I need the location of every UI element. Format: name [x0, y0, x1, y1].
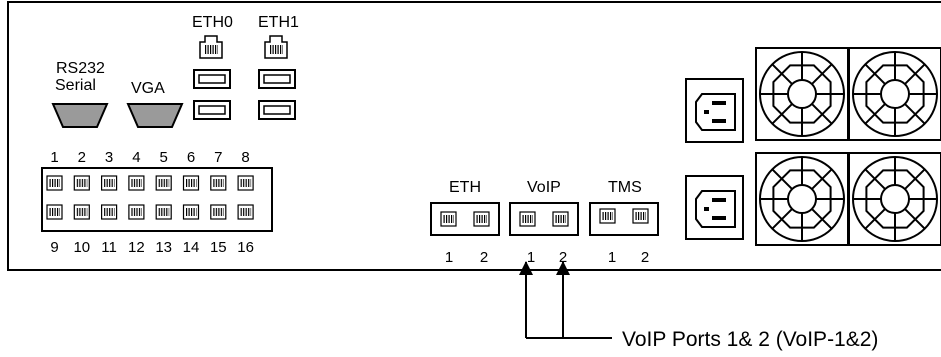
- power-socket-icon: [685, 78, 744, 143]
- callout-label: VoIP Ports 1& 2 (VoIP-1&2): [622, 328, 878, 351]
- tms-port-number-1: 1: [608, 249, 616, 266]
- eth1-port-icon: [264, 35, 288, 59]
- serial-port: [182, 204, 200, 220]
- serial-port: [46, 204, 63, 220]
- serial-port-number: 9: [50, 239, 58, 256]
- serial-port-number: 1: [50, 149, 58, 166]
- arrow-head-icon: [519, 261, 533, 275]
- voip-port-2: [552, 211, 569, 227]
- eth-label: ETH: [449, 179, 481, 196]
- tms-port-1: [599, 208, 616, 224]
- serial-port: [100, 204, 118, 220]
- voip-label: VoIP: [527, 179, 561, 196]
- serial-port: [46, 175, 63, 191]
- fan-array: [755, 47, 941, 246]
- serial-port: [210, 175, 227, 191]
- serial-port: [182, 175, 200, 191]
- eth-port-2: [473, 211, 490, 227]
- serial-port: [73, 175, 90, 191]
- serial-port: [155, 175, 172, 191]
- power-socket-icon: [685, 175, 744, 240]
- serial-port-number: 10: [73, 239, 90, 256]
- eth0-label: ETH0: [192, 14, 233, 31]
- tms-port-number-2: 2: [641, 249, 649, 266]
- fan-icon: [755, 152, 849, 246]
- arrow-head-icon: [556, 261, 570, 275]
- fan-icon: [755, 47, 849, 141]
- voip-port-1: [519, 211, 536, 227]
- serial-port-number: 15: [210, 239, 227, 256]
- serial-port: [237, 204, 254, 220]
- serial-port-number: 8: [241, 149, 249, 166]
- serial-port-number: 3: [105, 149, 113, 166]
- tms-label: TMS: [608, 179, 642, 196]
- serial-bottom-numbers: 9 10 11 12 13 14 15 16: [50, 239, 254, 256]
- serial-port-number: 7: [214, 149, 222, 166]
- voip-port-number-2: 2: [559, 249, 567, 266]
- serial-port: [237, 175, 254, 191]
- serial-port: [73, 204, 90, 220]
- serial-port-number: 12: [128, 239, 145, 256]
- rs232-serial-port: [51, 103, 109, 128]
- usb-port: [258, 100, 296, 120]
- serial-port-number: 4: [132, 149, 140, 166]
- serial-port-number: 11: [101, 239, 117, 256]
- serial-top-numbers: 1 2 3 4 5 6 7 8: [50, 149, 249, 166]
- usb-port: [258, 69, 296, 89]
- serial-port-block: [41, 167, 273, 232]
- serial-port: [155, 204, 172, 220]
- serial-port-number: 5: [160, 149, 168, 166]
- usb-port: [193, 100, 231, 120]
- fan-icon: [848, 47, 941, 141]
- fan-icon: [848, 152, 941, 246]
- serial-port: [128, 175, 145, 191]
- serial-label: Serial: [55, 77, 96, 94]
- chassis-outline: [7, 1, 941, 271]
- tms-port-2: [632, 208, 649, 224]
- eth-port-number-2: 2: [480, 249, 488, 266]
- rs232-label: RS232: [56, 60, 105, 77]
- vga-port: [126, 103, 184, 128]
- serial-port: [128, 204, 145, 220]
- usb-port: [193, 69, 231, 89]
- eth1-label: ETH1: [258, 14, 299, 31]
- vga-label: VGA: [131, 80, 165, 97]
- serial-port-number: 6: [187, 149, 195, 166]
- serial-port: [210, 204, 227, 220]
- eth-port-1: [440, 211, 457, 227]
- serial-port: [100, 175, 118, 191]
- voip-port-number-1: 1: [527, 249, 535, 266]
- eth0-port-icon: [199, 35, 223, 59]
- serial-port-number: 13: [155, 239, 172, 256]
- serial-port-number: 14: [183, 239, 200, 256]
- serial-port-number: 2: [78, 149, 86, 166]
- serial-port-number: 16: [237, 239, 254, 256]
- eth-port-number-1: 1: [445, 249, 453, 266]
